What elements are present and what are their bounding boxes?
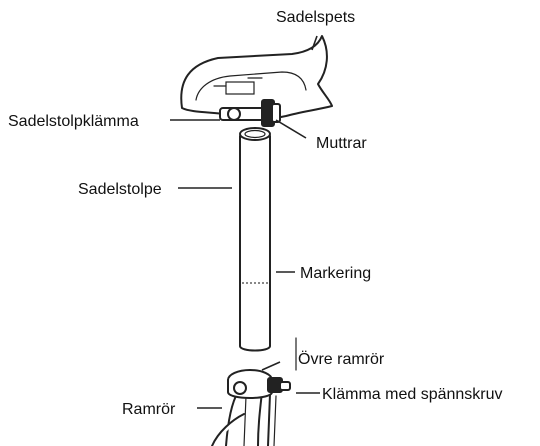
- label-seatpost: Sadelstolpe: [78, 181, 162, 198]
- seatpost: [240, 128, 270, 351]
- frame-clamp: [228, 370, 290, 398]
- leader-nuts: [276, 120, 306, 138]
- label-marking: Markering: [300, 265, 371, 282]
- label-seatpost-clamp: Sadelstolpklämma: [8, 113, 139, 130]
- label-saddle-tip: Sadelspets: [276, 9, 355, 26]
- leader-upper-frame-tube: [262, 362, 280, 370]
- label-nuts: Muttrar: [316, 135, 367, 152]
- frame-tube: [212, 392, 276, 446]
- label-upper-frame-tube: Övre ramrör: [298, 350, 385, 368]
- nuts: [262, 100, 280, 126]
- label-frame-tube: Ramrör: [122, 401, 176, 418]
- label-clamp-with-screw: Klämma med spännskruv: [322, 386, 503, 403]
- saddle: [181, 36, 332, 118]
